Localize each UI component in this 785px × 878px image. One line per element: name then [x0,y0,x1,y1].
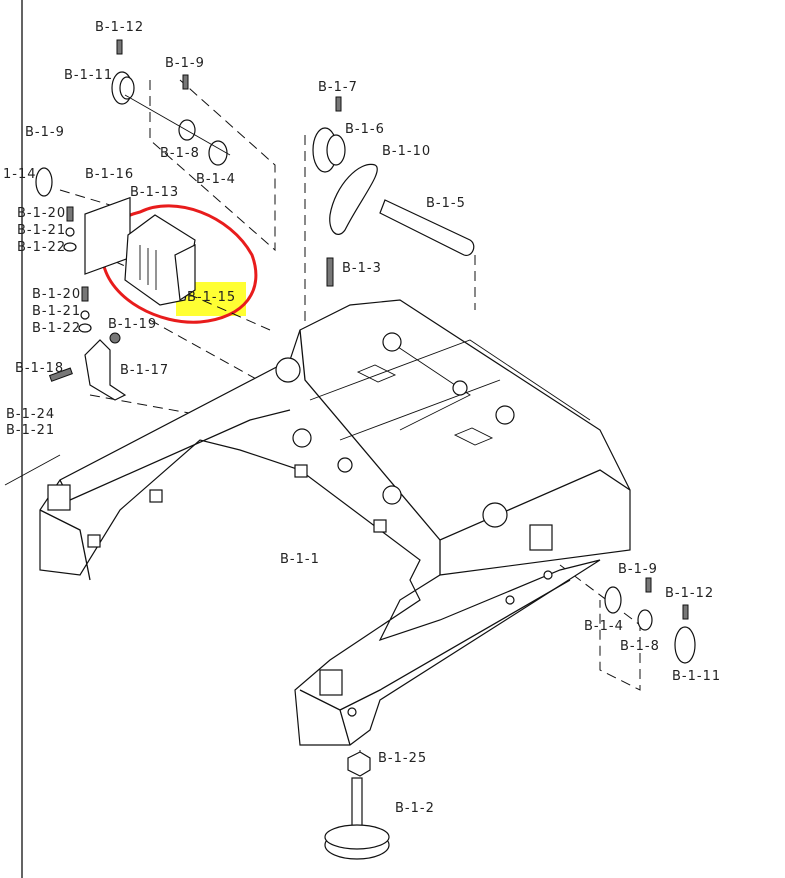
part-labels: B-1-12 B-1-11 B-1-9 B-1-8 B-1-4 B-1-7 B-… [3,20,721,816]
label-b-1-21-lower: B-1-21 [32,304,81,319]
pulley-b-1-14 [35,167,53,197]
label-b-1-11-right: B-1-11 [672,669,721,684]
label-b-1-11: B-1-11 [64,68,113,83]
label-b-1-6: B-1-6 [345,122,385,137]
belt-b-1-10 [329,163,378,235]
leader-line [4,454,61,486]
nut-b-1-25 [347,751,371,777]
parts [35,39,696,860]
label-b-1-21: B-1-21 [17,223,66,238]
label-b-1-9-right: B-1-9 [618,562,658,577]
bracket-b-1-13 [84,196,131,275]
label-b-1-9: B-1-9 [165,56,205,71]
shaft-b-1-5 [379,199,475,257]
label-b-1-2: B-1-2 [395,801,435,816]
bearing-block-b-1-17 [84,339,127,401]
label-b-1-3: B-1-3 [342,261,382,276]
base-frame-b-1-1 [39,299,631,746]
label-b-1-4: B-1-4 [196,172,236,187]
label-b-1-12-right: B-1-12 [665,586,714,601]
label-b-1-10: B-1-10 [382,144,431,159]
label-b-1-8-right: B-1-8 [620,639,660,654]
label-b-1-22: B-1-22 [17,240,66,255]
label-b-1-22-lower: B-1-22 [32,321,81,336]
label-b-1-18: B-1-18 [15,361,64,376]
screw-b-1-12 [116,39,123,55]
label-b-1-17: B-1-17 [120,363,169,378]
label-b-1-4-right: B-1-4 [584,619,624,634]
label-b-1-8: B-1-8 [160,146,200,161]
label-b-1-21-bottom: B-1-21 [6,423,55,438]
label-b-1-25: B-1-25 [378,751,427,766]
label-b-1-1: B-1-1 [280,552,320,567]
label-b-1-24: B-1-24 [6,407,55,422]
label-b-1-20-lower: B-1-20 [32,287,81,302]
label-1-14: 1-14 [3,167,37,182]
label-b-1-20: B-1-20 [17,206,66,221]
label-b-1-5: B-1-5 [426,196,466,211]
label-b-1-7: B-1-7 [318,80,358,95]
pin-b-1-3 [326,257,334,287]
label-b-1-13: B-1-13 [130,185,179,200]
label-b-1-19: B-1-19 [108,317,157,332]
label-b-1-16: B-1-16 [85,167,134,182]
label-b-1-12: B-1-12 [95,20,144,35]
label-b-1-15: B-1-15 [187,290,236,305]
label-b-1-9-left: B-1-9 [25,125,65,140]
